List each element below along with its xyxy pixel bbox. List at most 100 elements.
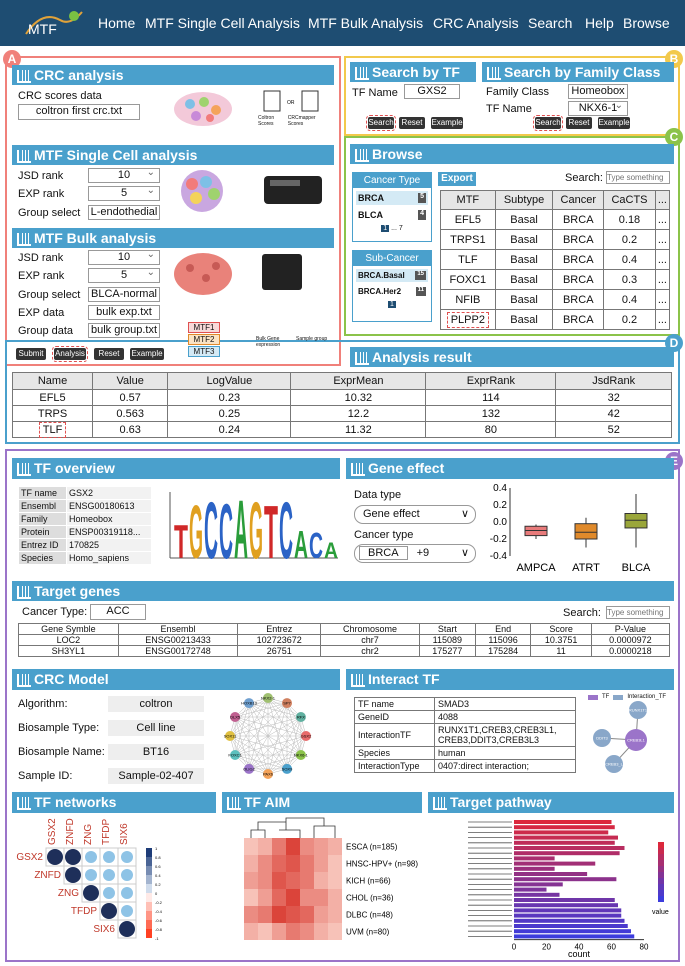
aim-cell: [244, 872, 258, 889]
corr-scale-label: 0.4: [155, 873, 161, 878]
motif-letter: G: [189, 491, 203, 568]
corr-scale: [146, 884, 152, 893]
pathway-scale: [658, 848, 664, 854]
bulk-exp-select[interactable]: 5: [88, 266, 160, 283]
target-search-input[interactable]: [606, 606, 670, 619]
sub-cancer-pager[interactable]: 1: [388, 301, 396, 308]
box-y-tick: 0.0: [493, 517, 507, 528]
bulk-analysis-button[interactable]: Analysis: [52, 346, 88, 362]
corr-dot: [47, 849, 63, 865]
search-tf-label: TF Name: [352, 87, 398, 99]
tf-overview-key: Ensembl: [18, 499, 67, 513]
corr-dot: [65, 867, 81, 883]
bulk-submit-button[interactable]: Submit: [16, 348, 46, 360]
mtf-logo[interactable]: MTF: [22, 6, 92, 42]
motif-letter: C: [219, 488, 233, 568]
family-example-button[interactable]: Example: [598, 117, 630, 129]
crc-node: [301, 731, 311, 741]
aim-cell: [300, 906, 314, 923]
family-class-select[interactable]: Homeobox: [568, 82, 628, 99]
bulk-groupdata-input[interactable]: bulk group.txt: [88, 323, 160, 338]
cancer-type-pager[interactable]: 1 ... 7: [381, 225, 403, 232]
bulk-reset-button[interactable]: Reset: [94, 348, 124, 360]
sub-cancer-title: Sub-Cancer: [353, 251, 431, 266]
bulk-expdata-input[interactable]: bulk exp.txt: [88, 305, 160, 320]
pathway-x-label: count: [568, 949, 591, 959]
search-tf-search-button[interactable]: Search: [366, 115, 396, 131]
crc-node-label: NKX6-1: [294, 753, 309, 758]
search-tf-reset-button[interactable]: Reset: [399, 117, 425, 129]
analysis-col-header: ExprMean: [290, 372, 427, 390]
crc-edge: [234, 702, 288, 756]
export-button[interactable]: Export: [438, 172, 476, 186]
crc-edge: [248, 702, 302, 756]
interact-value: RUNX1T1,CREB3,CREB3L1, CREB3,DDIT3,CREB3…: [434, 723, 576, 747]
corr-dot: [121, 905, 133, 917]
pathway-bar: [514, 882, 563, 887]
nav-crc[interactable]: CRC Analysis: [433, 15, 519, 31]
cancer-type-select[interactable]: BRCA +9∨: [354, 544, 476, 563]
bulk-group-input[interactable]: BLCA-normal: [88, 287, 160, 302]
family-search-button[interactable]: Search: [533, 115, 563, 131]
group-select-input[interactable]: L-endothedial: [88, 205, 160, 220]
crc-node-label: NKX2-1: [261, 696, 276, 701]
analysis-cell: 132: [425, 405, 557, 422]
tf-overview-key: Species: [18, 551, 67, 565]
crc-node-label: DLX5: [230, 715, 241, 720]
browse-cell: 0.4: [603, 289, 656, 310]
pathway-bar: [514, 913, 622, 918]
nav-home[interactable]: Home: [98, 15, 136, 31]
search-tf-input[interactable]: GXS2: [404, 84, 460, 99]
bulk-example-button[interactable]: Example: [130, 348, 164, 360]
exp-rank-select[interactable]: 5: [88, 184, 160, 201]
browse-header: Browse: [350, 144, 674, 164]
family-tf-select[interactable]: NKX6-1: [568, 99, 628, 116]
browse-cell: 0.2: [603, 229, 656, 250]
analysis-col-header: LogValue: [167, 372, 292, 390]
crc-edge: [235, 716, 307, 737]
analysis-cell: 32: [555, 389, 672, 406]
data-type-select[interactable]: Gene effect∨: [354, 505, 476, 524]
browse-cell: ...: [654, 309, 671, 330]
jsd-rank-select[interactable]: 10: [88, 166, 160, 183]
nav-browse[interactable]: Browse: [623, 15, 670, 31]
single-cell-header: MTF Single Cell analysis: [12, 145, 334, 165]
nav-help[interactable]: Help: [585, 15, 614, 31]
corr-scale: [146, 929, 152, 938]
browse-search-input[interactable]: [606, 171, 670, 184]
crc-scores-input[interactable]: coltron first crc.txt: [18, 104, 140, 120]
bulk-sequencer-image: [260, 252, 304, 292]
crc-edge: [248, 697, 269, 769]
corr-dot: [85, 851, 97, 863]
target-cancer-type-input[interactable]: ACC: [90, 604, 146, 620]
nav-search[interactable]: Search: [528, 15, 573, 31]
target-cell: 0.0000972: [590, 634, 671, 646]
family-reset-button[interactable]: Reset: [566, 117, 592, 129]
sequencer-image: [262, 172, 324, 208]
analysis-cell: 0.57: [92, 389, 169, 406]
nav-single-cell[interactable]: MTF Single Cell Analysis: [145, 15, 300, 31]
bulk-jsd-select[interactable]: 10: [88, 248, 160, 265]
browse-cell: PLPP2: [440, 309, 496, 330]
interact-key: InteractionType: [354, 759, 435, 773]
nav-bulk[interactable]: MTF Bulk Analysis: [308, 15, 424, 31]
target-cell: 102723672: [237, 634, 322, 646]
pathway-bar: [514, 851, 620, 856]
search-tf-example-button[interactable]: Example: [431, 117, 463, 129]
